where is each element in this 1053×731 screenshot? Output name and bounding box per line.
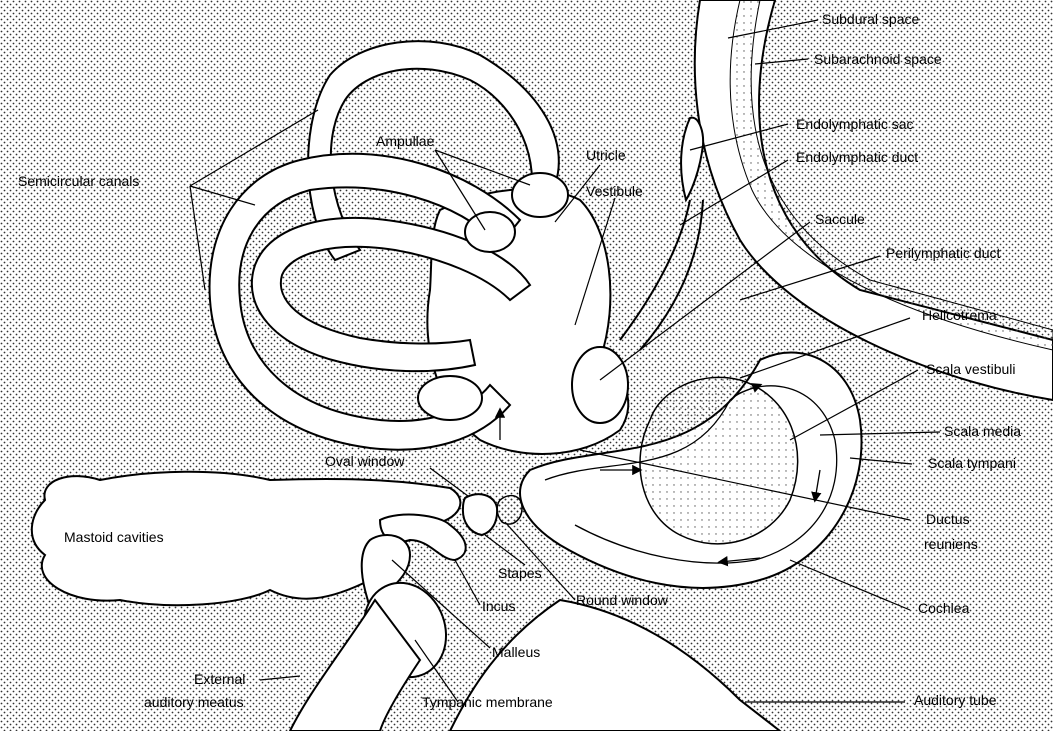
label-vestibule: Vestibule xyxy=(586,183,643,199)
label-semicircular-canals: Semicircular canals xyxy=(18,173,139,189)
label-oval-window: Oval window xyxy=(325,453,405,469)
label-scala-media: Scala media xyxy=(944,423,1021,439)
label-tympanic-membrane: Tympanic membrane xyxy=(422,694,553,710)
label-perilymphatic-duct: Perilymphatic duct xyxy=(886,245,1000,261)
label-cochlea: Cochlea xyxy=(918,600,970,616)
label-mastoid-cavities: Mastoid cavities xyxy=(64,529,164,545)
label-auditory-tube: Auditory tube xyxy=(914,692,997,708)
round-window-shape xyxy=(497,496,522,524)
ampulla-1 xyxy=(512,173,568,217)
label-scala-vestibuli: Scala vestibuli xyxy=(926,361,1016,377)
label-helicotrema: Helicotrema xyxy=(922,307,997,323)
label-incus: Incus xyxy=(482,598,515,614)
label-external-meatus-line1: External xyxy=(194,671,245,687)
label-subarachnoid-space: Subarachnoid space xyxy=(814,51,942,67)
label-ampullae: Ampullae xyxy=(376,133,435,149)
label-malleus: Malleus xyxy=(492,644,540,660)
saccule-shape xyxy=(572,347,628,423)
label-ductus-reuniens-line1: Ductus xyxy=(926,511,970,527)
ampulla-2 xyxy=(465,212,515,252)
label-round-window: Round window xyxy=(576,592,669,608)
label-endolymphatic-duct: Endolymphatic duct xyxy=(796,149,918,165)
label-saccule: Saccule xyxy=(815,211,865,227)
label-subdural-space: Subdural space xyxy=(822,11,920,27)
cochlea-inner-spiral xyxy=(640,377,798,543)
ampulla-3 xyxy=(418,376,482,420)
label-ductus-reuniens-line2: reuniens xyxy=(924,536,978,552)
label-stapes: Stapes xyxy=(498,565,542,581)
label-scala-tympani: Scala tympani xyxy=(928,455,1016,471)
label-endolymphatic-sac: Endolymphatic sac xyxy=(796,116,914,132)
label-utricle: Utricle xyxy=(586,147,626,163)
label-external-meatus-line2: auditory meatus xyxy=(144,694,244,710)
